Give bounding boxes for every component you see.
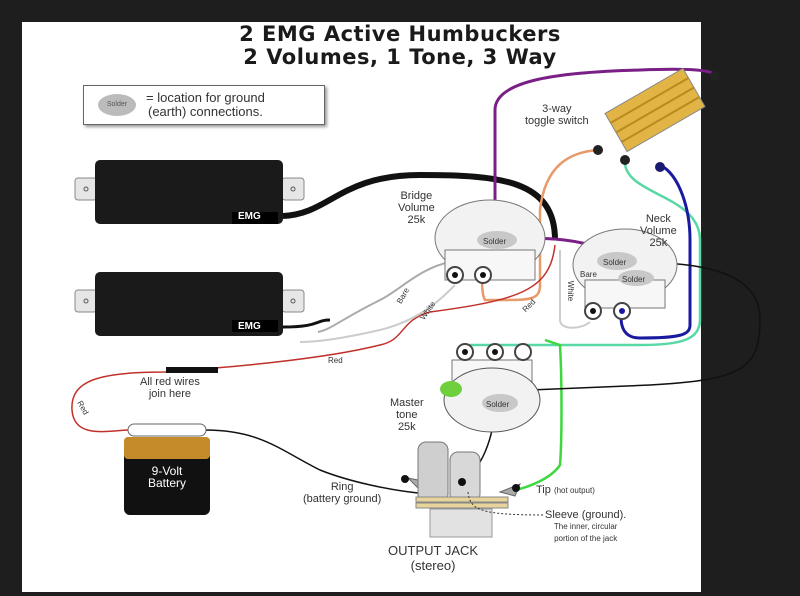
battery bbox=[124, 423, 210, 515]
red-join-sleeve bbox=[166, 367, 218, 373]
bridge-pickup-logo: EMG bbox=[238, 211, 261, 222]
red-join-label: All red wires join here bbox=[140, 376, 200, 400]
jack-ring-label: Ring (battery ground) bbox=[303, 481, 381, 505]
title-line-2: 2 Volumes, 1 Tone, 3 Way bbox=[243, 45, 557, 69]
tone-capacitor bbox=[440, 381, 462, 397]
neck-pickup bbox=[74, 272, 305, 336]
tone-solder: Solder bbox=[486, 400, 510, 409]
tone-pot bbox=[440, 343, 541, 433]
bridge-volume-solder: Solder bbox=[483, 237, 507, 246]
tone-label-2: tone bbox=[396, 409, 418, 421]
legend-solder-blob: Solder bbox=[98, 94, 136, 116]
red-join-label-1: All red wires bbox=[140, 376, 200, 388]
battery-label-2: Battery bbox=[147, 476, 186, 490]
wire-label-white-right: White bbox=[566, 280, 576, 302]
neck-pickup-logo: EMG bbox=[238, 321, 261, 332]
wire-black-battery bbox=[204, 429, 419, 494]
jack-ring-label-2: (battery ground) bbox=[303, 493, 382, 505]
toggle-switch bbox=[604, 67, 706, 153]
output-jack bbox=[401, 441, 546, 538]
toggle-label-2: toggle switch bbox=[525, 115, 589, 127]
wire-black-tone-out bbox=[529, 261, 761, 391]
legend-text: = location for ground (earth) connection… bbox=[146, 91, 265, 119]
red-join-label-2: join here bbox=[148, 388, 192, 400]
jack-tip-text: Tip bbox=[536, 484, 551, 496]
neck-volume-pot bbox=[572, 228, 678, 320]
wire-black-neck-pickup bbox=[282, 318, 331, 329]
neck-volume-label-1: Neck bbox=[645, 213, 671, 225]
tone-label-1: Master bbox=[390, 397, 424, 409]
neck-volume-solder-bottom: Solder bbox=[622, 275, 646, 284]
wire-white-left bbox=[299, 284, 456, 343]
battery-label-1: 9-Volt bbox=[151, 464, 183, 478]
wire-red bbox=[71, 244, 556, 433]
jack-sleeve-label-1: Sleeve (ground). bbox=[545, 509, 627, 521]
bridge-volume-pot bbox=[434, 199, 546, 284]
toggle-label-1: 3-way bbox=[542, 103, 572, 115]
jack-sleeve-label-2: The inner, circular bbox=[553, 522, 618, 531]
battery-label: 9-Volt Battery bbox=[140, 465, 194, 489]
bridge-volume-label-1: Bridge bbox=[400, 190, 433, 202]
neck-volume-bare: Bare bbox=[580, 270, 597, 279]
output-jack-title: OUTPUT JACK (stereo) bbox=[388, 543, 478, 573]
legend-box: Solder = location for ground (earth) con… bbox=[83, 85, 325, 125]
jack-sleeve-label: Sleeve (ground). The inner, circular por… bbox=[545, 509, 626, 545]
bridge-volume-label-2: Volume bbox=[398, 202, 435, 214]
jack-sleeve-label-3: portion of the jack bbox=[554, 534, 618, 543]
wire-purple bbox=[493, 67, 717, 240]
bridge-volume-label-3: 25k bbox=[407, 214, 426, 226]
wire-white-right bbox=[559, 250, 591, 329]
jack-ring-label-1: Ring bbox=[330, 481, 354, 493]
neck-volume-label-3: 25k bbox=[649, 237, 668, 249]
output-jack-title-1: OUTPUT JACK bbox=[388, 543, 479, 558]
bridge-volume-label: Bridge Volume 25k bbox=[398, 190, 435, 226]
wire-green bbox=[514, 338, 563, 492]
wire-bare bbox=[317, 261, 451, 333]
tone-label: Master tone 25k bbox=[390, 397, 424, 433]
bridge-pickup bbox=[74, 160, 305, 224]
tone-label-3: 25k bbox=[397, 421, 416, 433]
toggle-switch-label: 3-way toggle switch bbox=[525, 103, 589, 127]
legend-line-1: = location for ground bbox=[146, 90, 265, 105]
jack-tip-note: (hot output) bbox=[553, 486, 595, 495]
wire-blue bbox=[619, 163, 692, 340]
output-jack-title-2: (stereo) bbox=[410, 558, 456, 573]
neck-volume-label-2: Volume bbox=[640, 225, 677, 237]
neck-volume-label: Neck Volume 25k bbox=[640, 213, 677, 249]
neck-volume-solder-top: Solder bbox=[603, 258, 627, 267]
title-line-1: 2 EMG Active Humbuckers bbox=[239, 22, 561, 46]
jack-tip-label: Tip (hot output) bbox=[536, 484, 595, 497]
legend-line-2: (earth) connections. bbox=[147, 104, 263, 119]
wire-orange bbox=[480, 148, 599, 302]
wire-label-red-top: Red bbox=[328, 356, 343, 365]
